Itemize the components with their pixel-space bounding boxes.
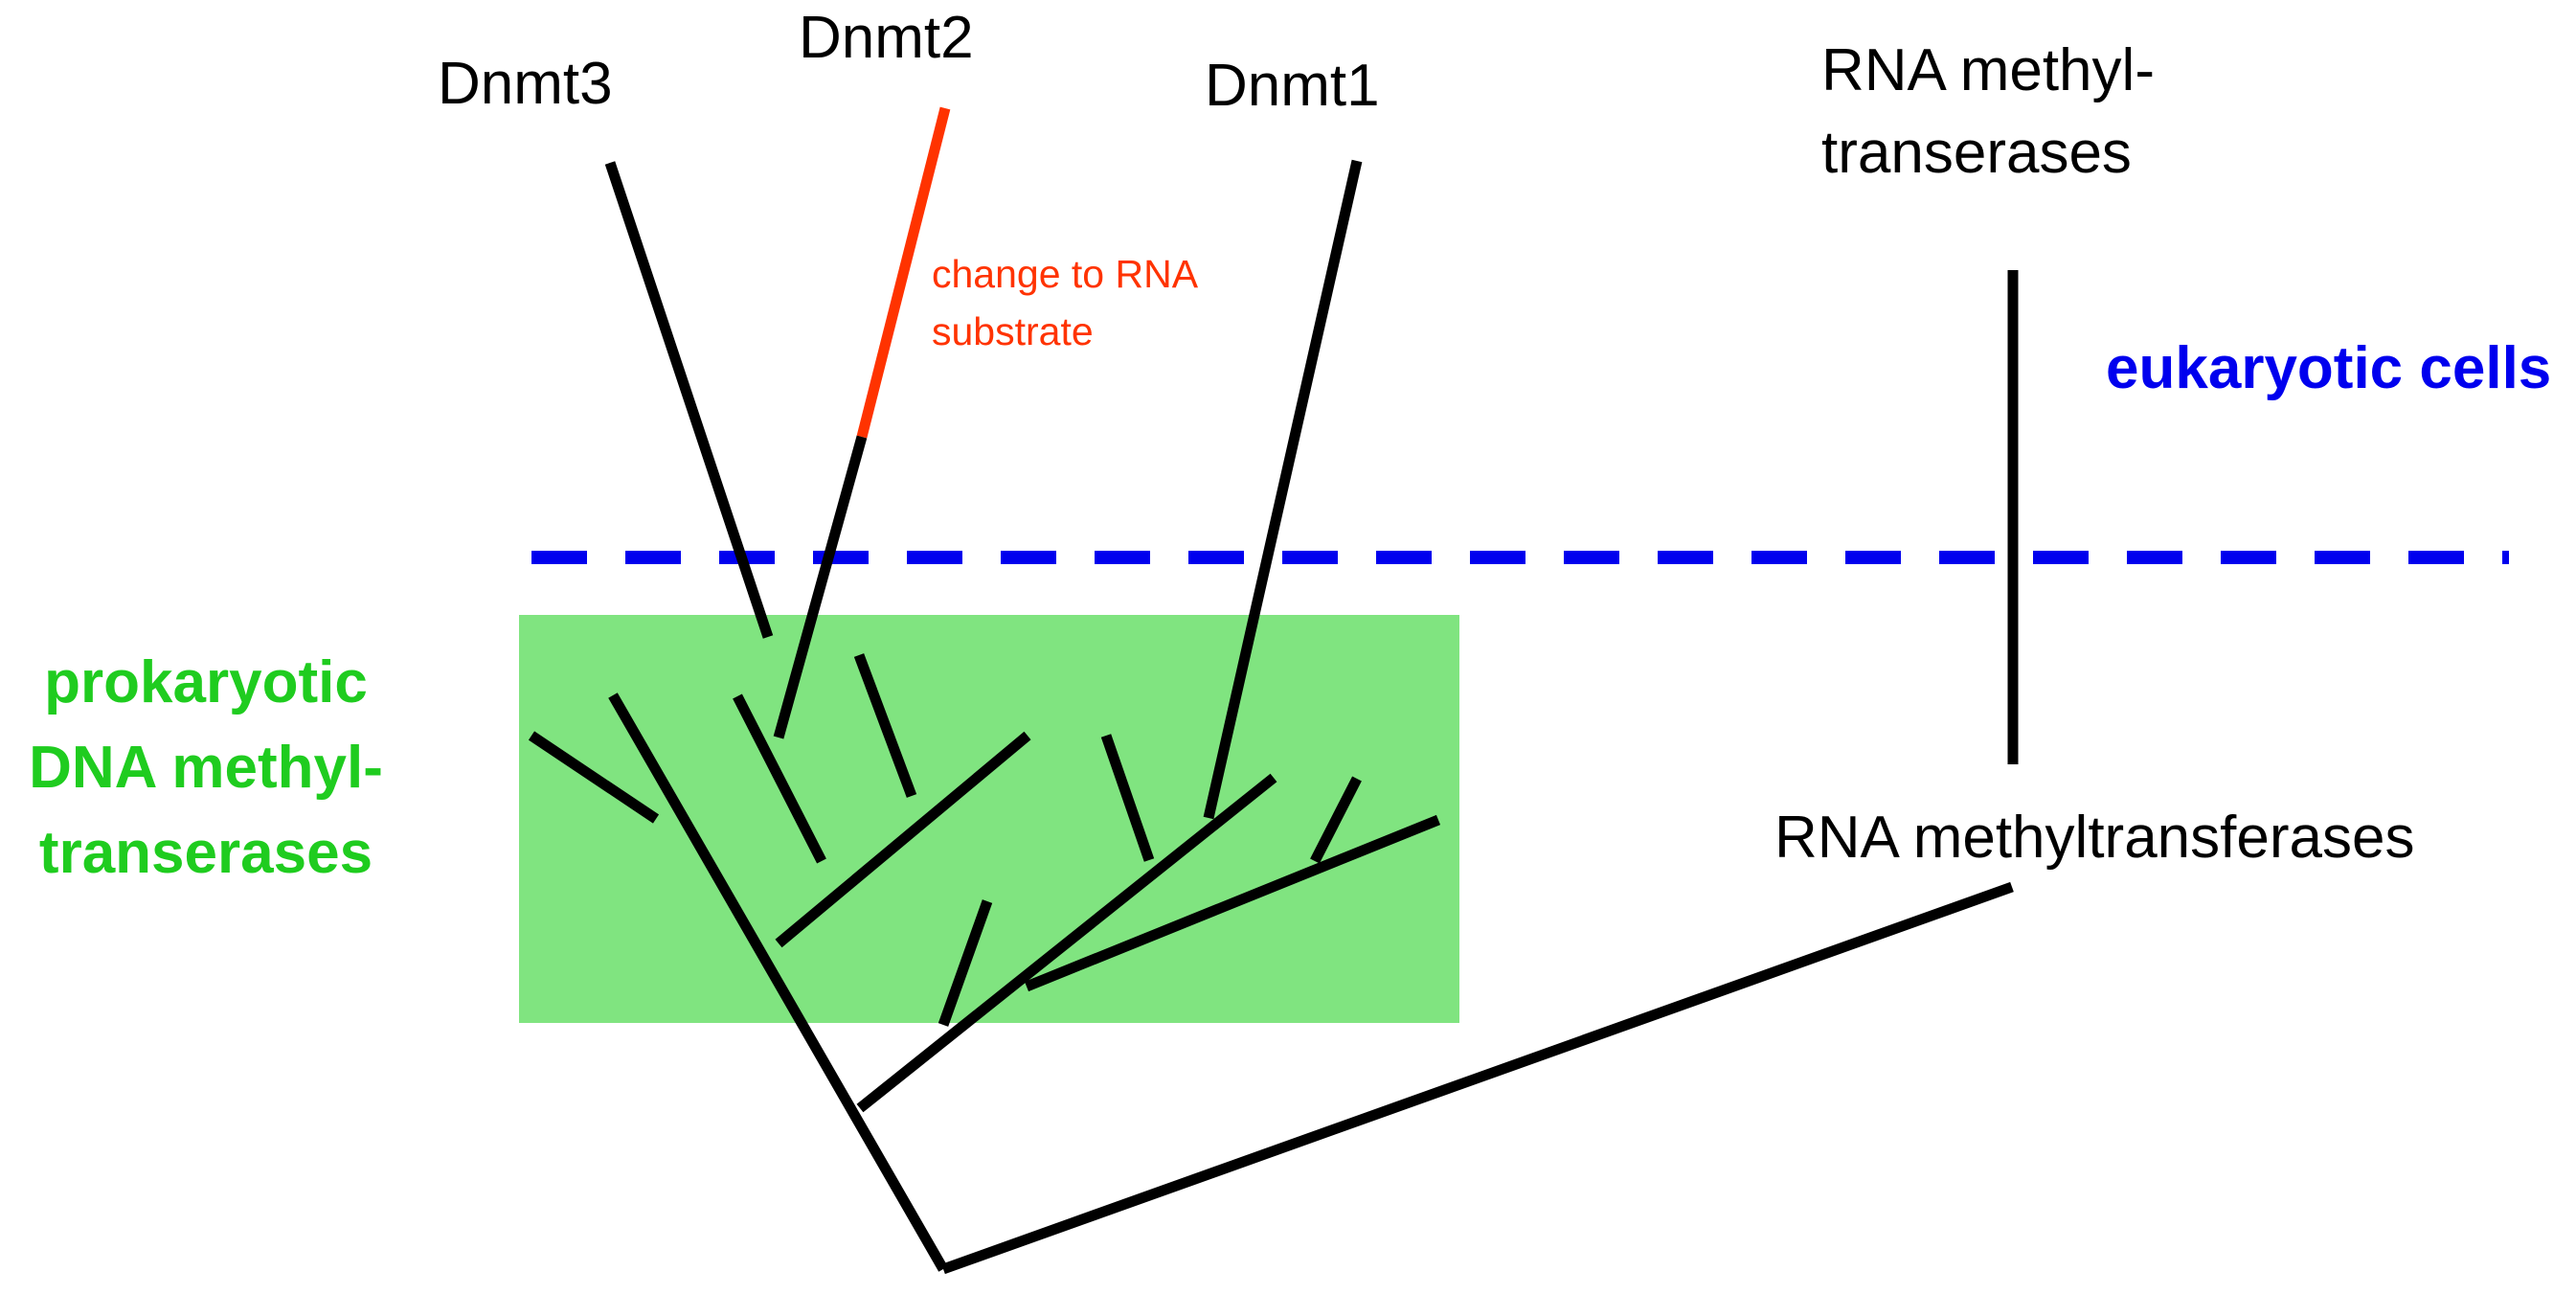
rna-mtase-top-label-line1: RNA methyl- bbox=[1821, 37, 2155, 103]
prokaryotic-region bbox=[519, 615, 1459, 1023]
dnmt2-branch bbox=[773, 435, 868, 739]
dnmt1-label: Dnmt1 bbox=[1205, 53, 1380, 119]
rna-substrate-change-label-line1: change to RNA bbox=[932, 252, 1199, 296]
prok-leaf-2 bbox=[733, 693, 826, 864]
main-trunk-branch bbox=[608, 692, 948, 1272]
prok-leaf-1 bbox=[528, 731, 660, 824]
prokaryotic-label-line3: transerases bbox=[39, 820, 373, 886]
prok-leaf-7 bbox=[1024, 814, 1441, 992]
dnmt3-label: Dnmt3 bbox=[438, 51, 613, 117]
dnmt1-branch bbox=[1203, 159, 1363, 820]
internal-branch bbox=[856, 773, 1277, 1113]
prok-leaf-6 bbox=[938, 899, 993, 1027]
prok-leaf-3 bbox=[853, 653, 917, 798]
root-branch bbox=[941, 881, 2014, 1275]
prokaryotic-label-line1: prokaryotic bbox=[44, 649, 368, 715]
eukaryotic-cells-label: eukaryotic cells bbox=[2106, 335, 2551, 401]
dnmt3-branch bbox=[604, 161, 774, 639]
dnmt2-rna-change-segment bbox=[856, 106, 951, 439]
prok-leaf-5 bbox=[1100, 734, 1155, 862]
prok-leaf-4 bbox=[775, 731, 1031, 948]
prokaryotic-label-line2: DNA methyl- bbox=[29, 735, 383, 801]
prok-leaf-8 bbox=[1310, 776, 1362, 864]
dnmt2-label: Dnmt2 bbox=[799, 5, 974, 71]
rna-substrate-change-label-line2: substrate bbox=[932, 309, 1094, 353]
rna-mtase-top-label-line2: transerases bbox=[1821, 120, 2132, 186]
rna-mtase-bottom-label: RNA methyltransferases bbox=[1774, 805, 2414, 871]
